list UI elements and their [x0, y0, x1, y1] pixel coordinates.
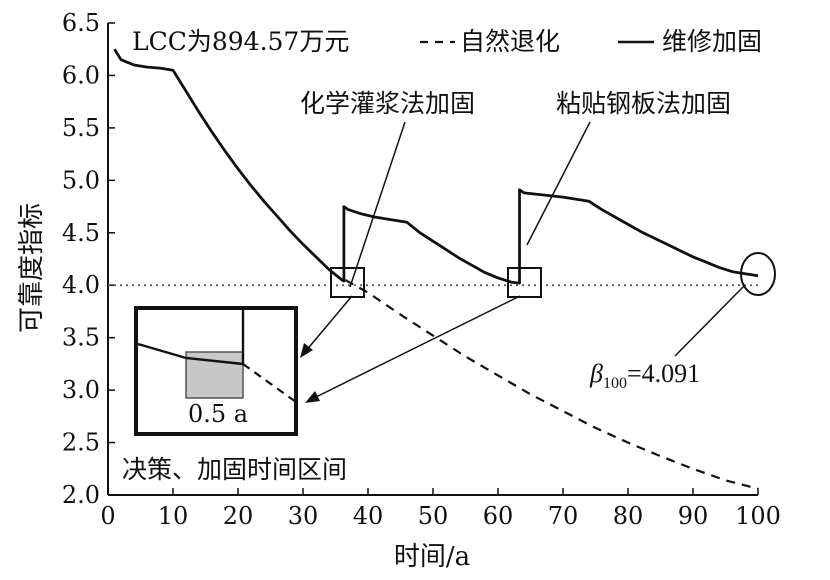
inset-solid-curve: [137, 342, 244, 366]
y-tick-label: 5.5: [62, 114, 100, 142]
x-tick-label: 90: [678, 502, 709, 530]
steel-plate-pointer: [526, 121, 591, 246]
x-tick-label: 10: [158, 502, 189, 530]
beta-pointer: [674, 284, 746, 357]
inset-label: 0.5 a: [188, 400, 248, 428]
inset-box: 0.5 a: [134, 306, 298, 436]
y-tick-label: 3.0: [62, 376, 100, 404]
legend-natural-label: 自然退化: [460, 27, 560, 56]
legend: LCC为894.57万元 自然退化 维修加固: [132, 27, 762, 56]
grouting-pointer: [349, 121, 406, 288]
y-tick-label: 3.5: [62, 324, 100, 352]
x-tick-label: 100: [735, 502, 781, 530]
x-axis-title: 时间/a: [394, 542, 470, 572]
x-tick-label: 20: [223, 502, 254, 530]
x-tick-label: 60: [483, 502, 514, 530]
y-tick-label: 2.0: [62, 481, 100, 509]
x-tick-label: 0: [100, 502, 115, 530]
beta-subscript: 100: [603, 375, 627, 392]
annotation-decision: 决策、加固时间区间: [122, 455, 347, 484]
y-tick-label: 2.5: [62, 429, 100, 457]
annotation-steel-plate: 粘贴钢板法加固: [556, 89, 731, 118]
series-natural-degradation: [344, 279, 759, 490]
legend-repair-label: 维修加固: [662, 27, 762, 56]
steel-plate-highlight-box: [507, 267, 542, 298]
x-tick-label: 50: [418, 502, 449, 530]
legend-lcc-text: LCC为894.57万元: [132, 27, 349, 56]
tick-labels: 2.0 2.5 3.0 3.5 4.0 4.5 5.0 5.5 6.0 6.5 0 10 20 30 40 5…: [62, 9, 781, 530]
grouting-highlight-box: [330, 267, 365, 298]
y-tick-label: 6.0: [62, 61, 100, 89]
annotation-beta: β100=4.091: [589, 359, 700, 392]
y-tick-label: 4.5: [62, 219, 100, 247]
beta-symbol: β: [589, 359, 603, 388]
inset-pointer-2: [313, 295, 521, 399]
x-tick-label: 70: [548, 502, 579, 530]
series-maintenance: [113, 48, 759, 285]
x-tick-label: 30: [288, 502, 319, 530]
y-axis-title: 可靠度指标: [17, 203, 47, 333]
x-tick-label: 40: [353, 502, 384, 530]
beta-value: =4.091: [627, 359, 700, 388]
annotation-grouting: 化学灌浆法加固: [300, 89, 475, 118]
inset-dashed-curve: [242, 363, 297, 403]
x-tick-label: 80: [613, 502, 644, 530]
y-tick-label: 5.0: [62, 166, 100, 194]
beta-marker-circle: [740, 252, 776, 296]
inset-arrowhead-1: [300, 343, 313, 358]
y-tick-label: 4.0: [62, 271, 100, 299]
inset-pointer-1: [304, 295, 353, 353]
pointer-lines: [300, 121, 776, 403]
series-lines: [113, 48, 759, 490]
inset-arrowhead-2: [305, 391, 320, 403]
y-tick-label: 6.5: [62, 9, 100, 37]
